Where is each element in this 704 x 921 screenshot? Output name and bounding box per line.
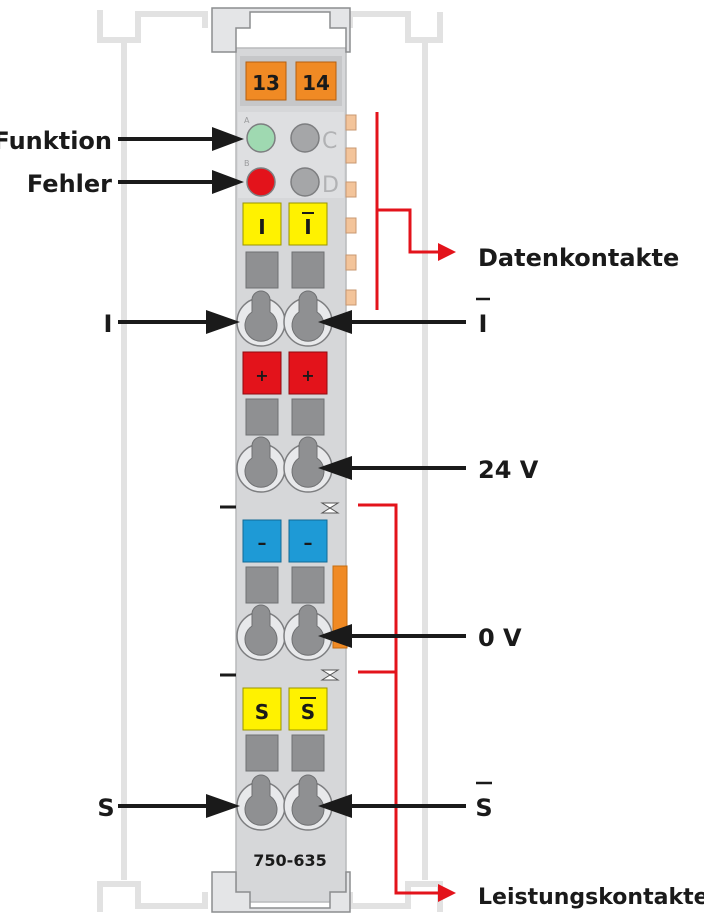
connector-14-label: 14 (302, 71, 330, 95)
label-s-left: S (97, 794, 114, 822)
arrow-leistungskontakte (438, 884, 456, 902)
label-funktion: Funktion (0, 127, 112, 155)
label-fehler: Fehler (27, 170, 112, 198)
led-letter-b: B (244, 159, 250, 168)
terminal-plus-left: + (255, 366, 268, 385)
led-function (246, 123, 276, 153)
led-c (290, 123, 320, 153)
terminal-group-plus: + + (242, 351, 328, 436)
terminal-minus-right: – (304, 533, 313, 554)
arrow-heads (206, 127, 352, 818)
led-error (246, 167, 276, 197)
pointer-arrows (118, 137, 466, 808)
label-s-bar-right: S (475, 794, 492, 822)
label-i-left: I (104, 310, 113, 338)
label-24v: 24 V (478, 456, 539, 484)
clamps-s (236, 774, 333, 831)
terminal-group-minus: – – (242, 519, 328, 604)
terminal-i-right: I (304, 215, 311, 239)
led-d (290, 167, 320, 197)
terminal-minus-left: – (258, 533, 267, 554)
part-number: 750-635 (253, 851, 326, 870)
terminal-plus-right: + (301, 366, 314, 385)
terminal-i-left: I (258, 215, 265, 239)
terminal-s-left: S (255, 700, 269, 724)
clamps-plus (236, 436, 333, 493)
arrow-datenkontakte (438, 243, 456, 261)
bracket-datenkontakte (375, 112, 440, 310)
bracket-leistungskontakte (358, 503, 440, 895)
label-i-bar-right: I (479, 310, 488, 338)
connector-13-label: 13 (252, 71, 280, 95)
label-leistungskontakte: Leistungskontakte (478, 885, 704, 910)
label-0v: 0 V (478, 624, 522, 652)
connector-13-14: 13 14 (240, 56, 342, 106)
led-letter-d: D (322, 173, 339, 198)
terminal-group-i: I I (242, 202, 328, 289)
terminal-group-s: S S (242, 687, 328, 772)
led-letter-c: C (322, 129, 337, 154)
label-datenkontakte: Datenkontakte (478, 244, 679, 272)
led-letter-a: A (244, 116, 250, 125)
led-panel: A B C D (238, 112, 344, 198)
terminal-s-right: S (301, 700, 315, 724)
